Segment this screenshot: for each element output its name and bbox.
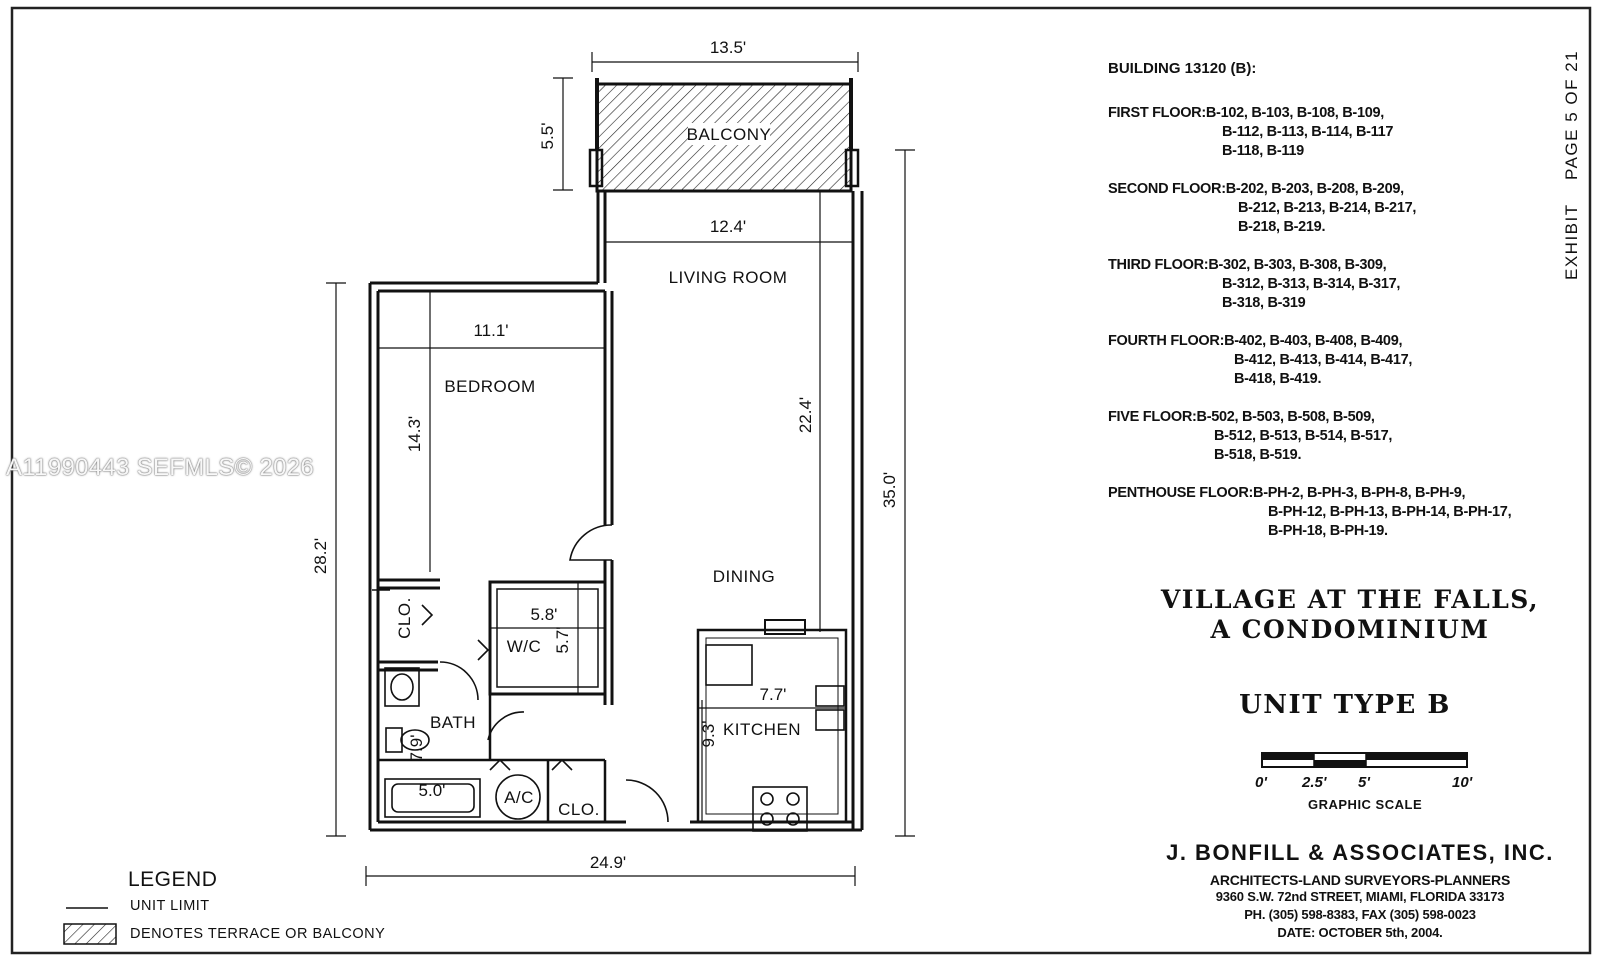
dim-balcony-depth: 5.5': [538, 123, 557, 150]
room-label-closet-1: CLO.: [395, 597, 414, 639]
floor-label: PENTHOUSE FLOOR:: [1108, 485, 1254, 501]
floor-units-line: B-218, B-219.: [1238, 219, 1326, 235]
floor-units-line: B-118, B-119: [1222, 143, 1304, 159]
floor-units-line: B-202, B-203, B-208, B-209,: [1225, 181, 1404, 197]
legend-hatch-swatch: [63, 923, 117, 945]
dim-unit-width: 24.9': [590, 853, 626, 872]
graphic-scale-label: GRAPHIC SCALE: [1308, 797, 1423, 812]
dimension-lines: [326, 52, 915, 886]
room-label-balcony: BALCONY: [687, 125, 772, 144]
scale-tick-2-5: 2.5': [1302, 774, 1327, 791]
dim-kitchen-width: 7.7': [760, 685, 787, 704]
floor-label: SECOND FLOOR:: [1108, 181, 1226, 197]
firm-date: DATE: OCTOBER 5th, 2004.: [1277, 925, 1443, 940]
room-label-living-room: LIVING ROOM: [669, 268, 788, 287]
floor-units-line: B-512, B-513, B-514, B-517,: [1214, 428, 1393, 444]
exhibit-label: EXHIBIT: [1562, 203, 1581, 280]
firm-phone: PH. (305) 598-8383, FAX (305) 598-0023: [1244, 907, 1476, 922]
room-label-kitchen: KITCHEN: [723, 720, 801, 739]
floor-units-line: B-502, B-503, B-508, B-509,: [1196, 409, 1375, 425]
dim-bath-tub: 5.0': [419, 781, 446, 800]
dim-unit-depth: 35.0': [880, 472, 899, 508]
legend-unit-limit: UNIT LIMIT: [130, 898, 210, 914]
legend-title: LEGEND: [128, 868, 218, 891]
floor-label: FIVE FLOOR:: [1108, 409, 1197, 425]
room-label-wc: W/C: [507, 637, 542, 656]
floor-units-line: B-412, B-413, B-414, B-417,: [1234, 352, 1413, 368]
dim-living-depth: 22.4': [796, 397, 815, 433]
firm-title-block: J. BONFILL & ASSOCIATES, INC. ARCHITECTS…: [1150, 840, 1570, 942]
sheet-border: [10, 6, 1592, 955]
scale-tick-5: 5': [1358, 774, 1370, 791]
dim-left-depth: 28.2': [311, 538, 330, 574]
dim-wc-depth: 5.7': [553, 627, 572, 654]
dim-bath-depth: 7.9': [407, 735, 426, 762]
building-title: BUILDING 13120 (B):: [1108, 60, 1257, 77]
floor-units-line: B-402, B-403, B-408, B-409,: [1224, 333, 1403, 349]
graphic-scale-bar: [1261, 752, 1468, 768]
room-label-bedroom: BEDROOM: [444, 377, 535, 396]
firm-name: J. BONFILL & ASSOCIATES, INC.: [1166, 840, 1554, 865]
floor-units-line: B-102, B-103, B-108, B-109,: [1205, 105, 1384, 121]
floor-units-line: B-112, B-113, B-114, B-117: [1222, 124, 1394, 140]
page-label: PAGE 5 OF 21: [1562, 49, 1581, 180]
floor-group-third: THIRD FLOOR:B-302, B-303, B-308, B-309, …: [1108, 256, 1400, 313]
floor-label: THIRD FLOOR:: [1108, 257, 1209, 273]
room-label-dining: DINING: [713, 567, 776, 586]
scale-tick-0: 0': [1255, 774, 1267, 791]
fixtures: [372, 524, 845, 832]
floor-units-line: B-418, B-419.: [1234, 371, 1322, 387]
mls-watermark: A11990443 SEFMLS© 2026: [6, 454, 315, 481]
exhibit-label-block: PAGE 5 OF 21 EXHIBIT: [1556, 40, 1596, 280]
floor-label: FOURTH FLOOR:: [1108, 333, 1225, 349]
firm-address: 9360 S.W. 72nd STREET, MIAMI, FLORIDA 33…: [1215, 889, 1505, 904]
dim-wc-width: 5.8': [531, 605, 558, 624]
firm-subtitle: ARCHITECTS-LAND SURVEYORS-PLANNERS: [1209, 872, 1511, 888]
floor-units-line: B-PH-2, B-PH-3, B-PH-8, B-PH-9,: [1253, 485, 1466, 501]
dim-kitchen-depth: 9.3': [699, 721, 718, 748]
floor-units-line: B-PH-18, B-PH-19.: [1268, 523, 1388, 539]
room-label-bath: BATH: [430, 713, 476, 732]
floor-units-line: B-318, B-319: [1222, 295, 1306, 311]
floor-group-second: SECOND FLOOR:B-202, B-203, B-208, B-209,…: [1108, 180, 1416, 237]
legend-terrace: DENOTES TERRACE OR BALCONY: [130, 926, 386, 942]
floor-group-first: FIRST FLOOR:B-102, B-103, B-108, B-109, …: [1108, 104, 1393, 161]
dim-balcony-width: 13.5': [710, 38, 746, 57]
dim-bedroom-depth: 14.3': [405, 416, 424, 452]
dim-living-width: 12.4': [710, 217, 746, 236]
room-label-closet-2: CLO.: [558, 800, 600, 819]
scale-tick-10: 10': [1452, 774, 1473, 791]
balcony: [595, 78, 853, 193]
floor-units-line: B-518, B-519.: [1214, 447, 1302, 463]
floor-units-line: B-212, B-213, B-214, B-217,: [1238, 200, 1417, 216]
project-title-line2: A CONDOMINIUM: [1210, 615, 1490, 644]
project-title: VILLAGE AT THE FALLS, A CONDOMINIUM: [1160, 585, 1540, 645]
floor-units-line: B-312, B-313, B-314, B-317,: [1222, 276, 1401, 292]
floor-units-line: B-302, B-303, B-308, B-309,: [1208, 257, 1387, 273]
floor-group-fourth: FOURTH FLOOR:B-402, B-403, B-408, B-409,…: [1108, 332, 1412, 389]
floor-group-fifth: FIVE FLOOR:B-502, B-503, B-508, B-509, B…: [1108, 408, 1392, 465]
floor-label: FIRST FLOOR:: [1108, 105, 1206, 121]
floor-group-penthouse: PENTHOUSE FLOOR:B-PH-2, B-PH-3, B-PH-8, …: [1108, 484, 1512, 541]
dim-bedroom-width: 11.1': [473, 321, 508, 340]
floor-units-line: B-PH-12, B-PH-13, B-PH-14, B-PH-17,: [1268, 504, 1512, 520]
project-title-line1: VILLAGE AT THE FALLS,: [1160, 585, 1540, 614]
room-label-ac: A/C: [504, 788, 534, 807]
unit-type-title: UNIT TYPE B: [1239, 690, 1451, 720]
